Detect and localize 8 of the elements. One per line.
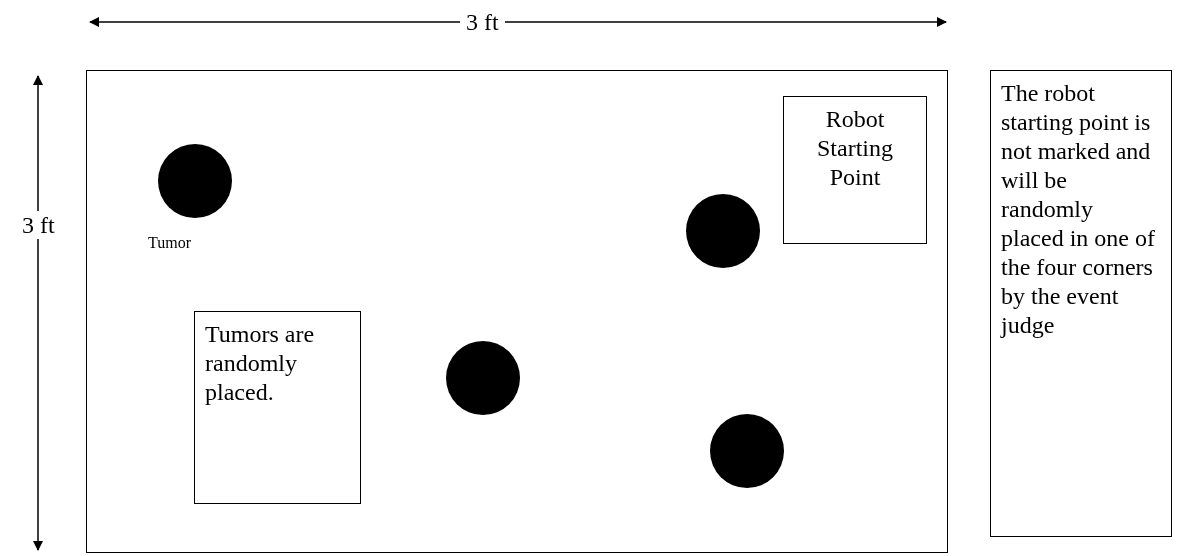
note-text: The robot starting point is not marked and will be randomly placed in one of the four corners by the event judge (1001, 79, 1156, 340)
note-text: Robot Starting Point (816, 105, 894, 192)
note-box (990, 70, 1172, 537)
note-box (194, 311, 361, 504)
arena-border (86, 70, 948, 553)
note-text: Tumors are randomly placed. (205, 320, 316, 407)
tumor-label: Tumor (148, 234, 191, 252)
starting-point-box (783, 96, 927, 244)
